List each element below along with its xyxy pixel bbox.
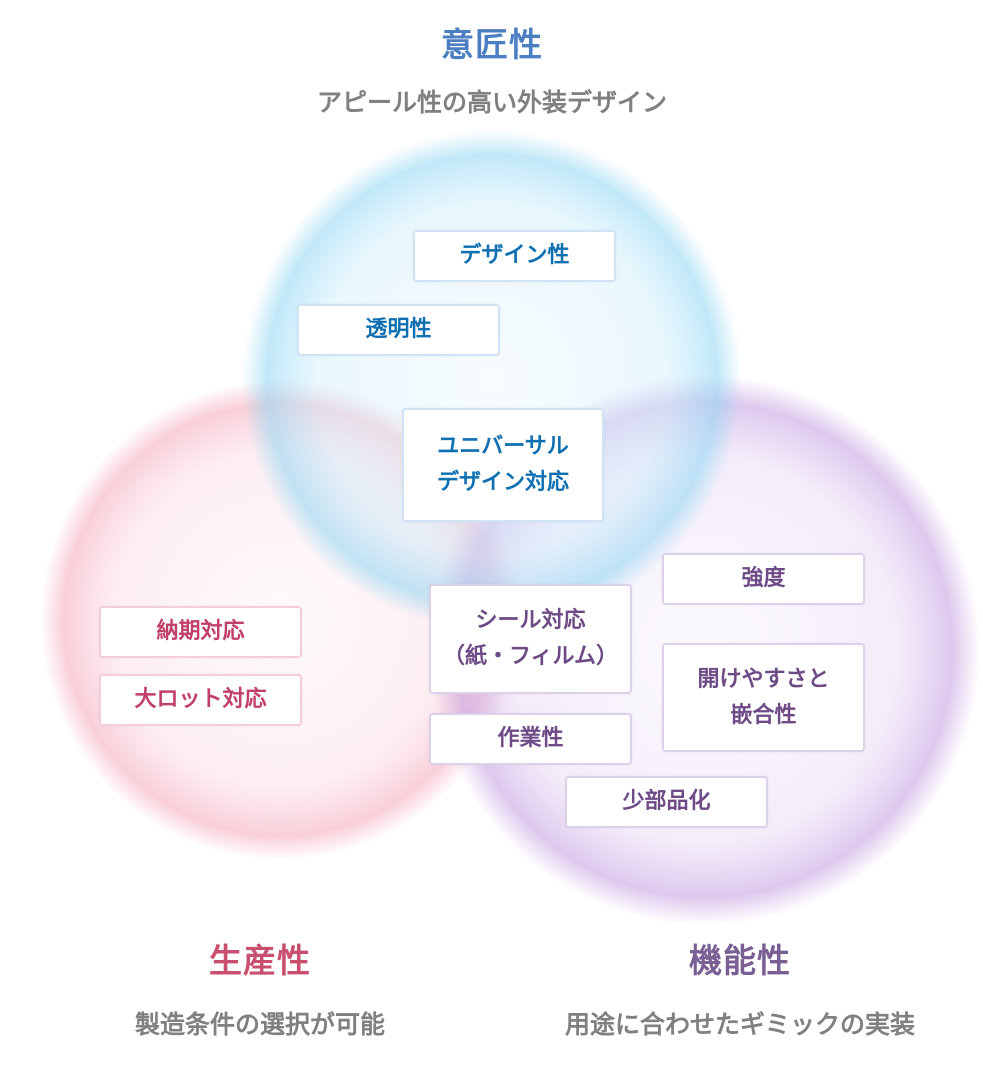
- design-circle: [242, 130, 742, 630]
- tag-easy-open: 開けやすさと 嵌合性: [662, 643, 865, 752]
- tag-strength: 強度: [662, 553, 865, 605]
- tag-fewer-parts: 少部品化: [565, 776, 768, 828]
- production-subtitle: 製造条件の選択が可能: [134, 1010, 385, 1039]
- tag-seal: シール対応 （紙・フィルム）: [429, 584, 632, 694]
- tag-workability: 作業性: [429, 713, 632, 765]
- function-title: 機能性: [689, 941, 791, 980]
- tag-delivery: 納期対応: [99, 606, 302, 658]
- tag-transparency: 透明性: [297, 304, 500, 356]
- production-title: 生産性: [209, 941, 311, 980]
- tag-design-property: デザイン性: [413, 230, 616, 282]
- tag-large-lot: 大ロット対応: [99, 674, 302, 726]
- design-subtitle: アピール性の高い外装デザイン: [316, 88, 667, 117]
- tag-universal-design: ユニバーサル デザイン対応: [402, 408, 604, 522]
- function-subtitle: 用途に合わせたギミックの実装: [564, 1010, 915, 1039]
- design-title: 意匠性: [441, 25, 543, 64]
